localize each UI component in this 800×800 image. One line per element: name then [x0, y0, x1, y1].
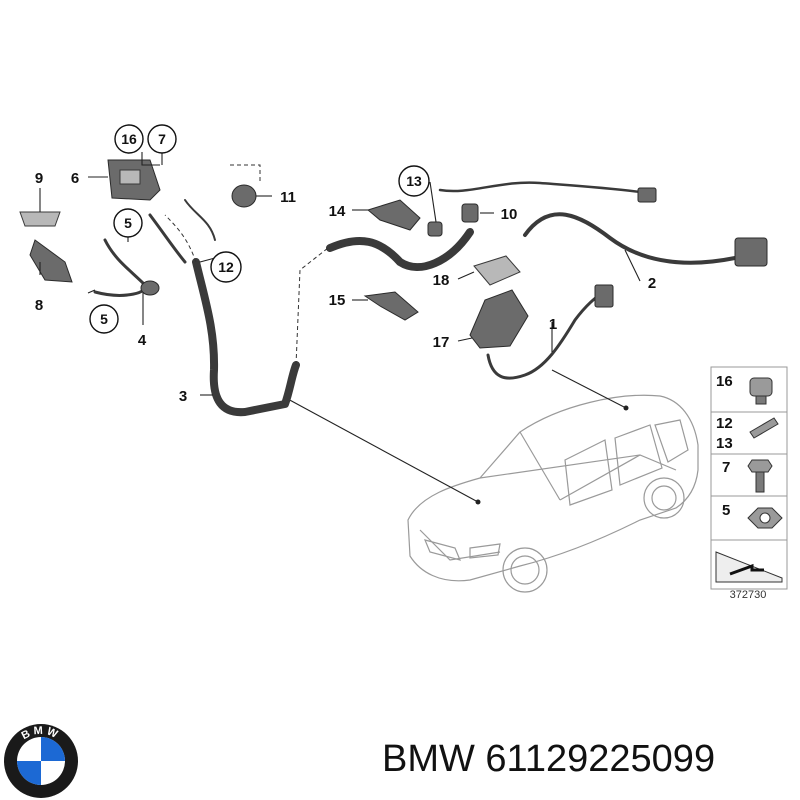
- part-number-label: BMW 61129225099: [382, 738, 716, 780]
- part-11-grommet: [231, 184, 257, 208]
- cable-3: [164, 214, 474, 417]
- cable-4: [93, 238, 160, 297]
- connector-2: [637, 187, 657, 203]
- svg-text:BMW: BMW: [20, 725, 62, 742]
- legend-item-16: 16: [716, 373, 733, 390]
- callout-9: 9: [35, 170, 43, 187]
- part-13-clip: [427, 221, 443, 237]
- bolt-16-icon: [749, 377, 773, 397]
- part-10-grommet: [461, 203, 479, 223]
- callout-3: 3: [179, 388, 187, 405]
- diagram-number: 372730: [730, 589, 767, 601]
- part-18-module: [473, 255, 521, 286]
- callout-leaders: [39, 152, 641, 396]
- car-outline: [407, 394, 699, 593]
- leader-3-to-car: [285, 397, 479, 503]
- callout-7: 7: [158, 131, 166, 147]
- callout-labels: 1 2 3 4 6 8 9 10 11 14 15 17 18: [35, 170, 656, 405]
- callout-18: 18: [433, 272, 450, 289]
- callout-6: 6: [71, 170, 79, 187]
- terminal-2: [734, 237, 768, 267]
- cable-12: [148, 199, 216, 264]
- connector-1: [594, 284, 614, 308]
- legend-item-12: 12: [716, 415, 733, 432]
- callout-17: 17: [433, 334, 450, 351]
- part-15-bracket: [363, 291, 419, 321]
- bmw-logo: BMW: [4, 724, 78, 798]
- legend-item-13: 13: [716, 435, 733, 452]
- leader-1-to-car: [551, 369, 627, 409]
- part-6-fuse-box: [107, 159, 161, 201]
- callout-5-lower: 5: [100, 311, 108, 327]
- legend-panel: 16 12 13 7 5 372730: [710, 366, 788, 601]
- circled-callouts: 16 7 5 5 12 13: [89, 124, 430, 334]
- callout-1: 1: [549, 316, 557, 333]
- callout-11: 11: [280, 189, 296, 206]
- callout-10: 10: [501, 206, 518, 223]
- part-17-bracket: [469, 289, 529, 349]
- callout-2: 2: [648, 275, 656, 292]
- callout-12: 12: [218, 259, 234, 275]
- callout-14: 14: [329, 203, 346, 220]
- bmw-logo-text: BMW: [20, 725, 59, 742]
- callout-13: 13: [406, 173, 422, 189]
- callout-16: 16: [121, 131, 137, 147]
- legend-item-5: 5: [722, 502, 730, 519]
- part-8-9-terminal: [19, 211, 73, 283]
- cable-tie-icon: [749, 417, 779, 439]
- legend-item-7: 7: [722, 459, 730, 476]
- callout-5-upper: 5: [124, 215, 132, 231]
- cable-2: [438, 181, 768, 267]
- callout-4: 4: [138, 332, 147, 349]
- cable-1: [486, 284, 614, 380]
- bolt-7-icon: [747, 459, 773, 473]
- callout-15: 15: [329, 292, 346, 309]
- part-14-bracket: [366, 199, 421, 231]
- callout-8: 8: [35, 297, 43, 314]
